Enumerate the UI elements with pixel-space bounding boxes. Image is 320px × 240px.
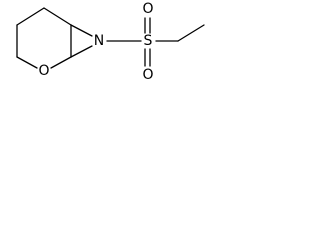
atom-oxygen-sulfonyl-top: O <box>142 1 153 17</box>
bond-c2-n <box>70 24 93 37</box>
bond-c6-c1 <box>16 7 45 26</box>
atom-oxygen-ring: O <box>38 63 49 79</box>
atom-oxygen-sulfonyl-bottom: O <box>142 67 153 83</box>
bond-c3-o <box>50 56 72 69</box>
bond-c1-c2 <box>43 7 72 26</box>
bond-ch2-ch3 <box>177 24 205 42</box>
atom-sulfur: S <box>144 33 153 49</box>
bond-o-c5 <box>16 56 38 69</box>
chemical-structure-diagram: O N S O O <box>16 1 205 83</box>
atom-nitrogen: N <box>94 33 104 49</box>
bond-c3-n <box>70 45 93 58</box>
